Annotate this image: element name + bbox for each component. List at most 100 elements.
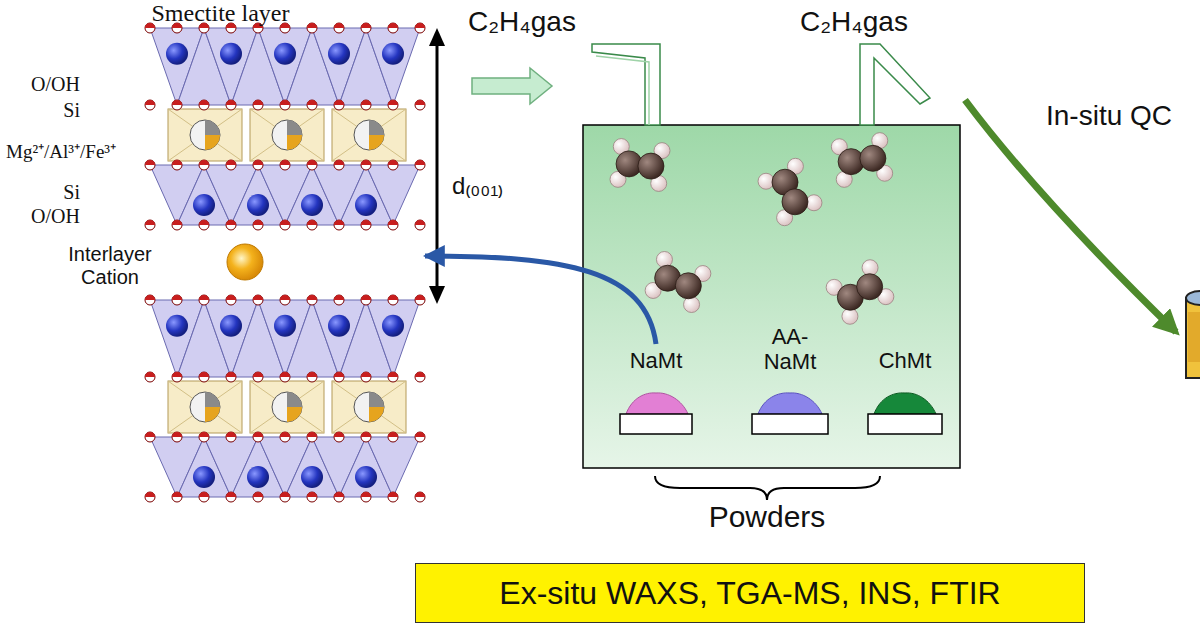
ethylene-molecule bbox=[610, 139, 670, 192]
oxygen-atom bbox=[415, 295, 425, 300]
oxygen-atom bbox=[280, 160, 290, 170]
oxygen-atom bbox=[334, 492, 344, 502]
oxygen-atom bbox=[253, 100, 263, 110]
oxygen-atom bbox=[280, 432, 290, 437]
method-label: In-situ QC bbox=[1046, 100, 1172, 132]
oxygen-atom bbox=[334, 220, 344, 230]
gas-tubes bbox=[592, 44, 930, 125]
oxygen-atom bbox=[361, 492, 371, 502]
oxygen-atom bbox=[388, 372, 398, 382]
sample-name: ChMt bbox=[879, 348, 932, 373]
oxygen-atom bbox=[334, 23, 344, 33]
oxygen-atom bbox=[226, 220, 236, 225]
oxygen-atom bbox=[172, 160, 182, 165]
dimension-label: d₍₀₀₁₎ bbox=[452, 172, 503, 200]
carbon-atom bbox=[675, 273, 701, 299]
oxygen-atom bbox=[172, 372, 182, 382]
octahedron bbox=[332, 109, 406, 161]
atom-label: Interlayer Cation bbox=[58, 243, 162, 289]
oxygen-atom bbox=[199, 372, 209, 382]
qcm-arrow bbox=[965, 100, 1176, 332]
oxygen-atom bbox=[280, 100, 290, 110]
oxygen-atom bbox=[388, 432, 398, 437]
atom-label: Si bbox=[63, 99, 80, 122]
oxygen-atom bbox=[415, 220, 425, 225]
octahedron-edge bbox=[332, 381, 406, 433]
oxygen-atom bbox=[307, 432, 317, 437]
octahedron bbox=[250, 381, 324, 433]
oxygen-atom bbox=[307, 160, 317, 165]
oxygen-atom bbox=[307, 100, 317, 110]
oxygen-atom bbox=[361, 220, 371, 230]
oxygen-atom bbox=[145, 372, 155, 377]
oxygen-atom bbox=[334, 372, 344, 377]
octahedron bbox=[168, 381, 242, 433]
silicon-atom bbox=[193, 466, 215, 488]
oxygen-atom bbox=[415, 372, 425, 382]
silicon-atom bbox=[220, 43, 242, 65]
interlayer-cation bbox=[227, 244, 263, 280]
ethylene-molecules bbox=[610, 133, 894, 325]
oxygen-atom bbox=[334, 492, 344, 497]
oxygen-atom bbox=[253, 372, 263, 377]
oxygen-atom bbox=[415, 100, 425, 105]
oxygen-atom bbox=[415, 160, 425, 170]
silicon-atom bbox=[166, 43, 188, 65]
sample-label: NaMt bbox=[627, 346, 686, 375]
oxygen-atom bbox=[280, 220, 290, 230]
chamber bbox=[583, 125, 960, 468]
octahedral-cation bbox=[287, 407, 302, 422]
oxygen-atom bbox=[307, 295, 317, 300]
oxygen-atom bbox=[145, 100, 155, 110]
octahedron bbox=[332, 381, 406, 433]
octahedron bbox=[250, 109, 324, 161]
oxygen-atom bbox=[253, 432, 263, 442]
oxygen-atom bbox=[226, 492, 236, 497]
oxygen-atom bbox=[253, 295, 263, 300]
silicon-atom bbox=[301, 194, 323, 216]
oxygen-atom bbox=[361, 432, 371, 442]
oxygen-atom bbox=[307, 492, 317, 497]
oxygen-atom bbox=[415, 372, 425, 377]
oxygen-atom bbox=[199, 432, 209, 442]
oxygen-atom bbox=[226, 160, 236, 165]
d-spacing-arrow bbox=[429, 28, 445, 304]
oxygen-atom bbox=[334, 432, 344, 437]
oxygen-atom bbox=[199, 492, 209, 502]
oxygen-atom bbox=[388, 220, 398, 230]
method-box: Ex-situ WAXS, TGA-MS, INS, FTIR bbox=[415, 563, 1085, 623]
oxygen-atom bbox=[172, 492, 182, 502]
carbon-atom bbox=[860, 145, 886, 171]
smectite-structure bbox=[145, 23, 425, 502]
oxygen-atom bbox=[361, 100, 371, 105]
oxygen-atom bbox=[253, 160, 263, 170]
oxygen-atom bbox=[388, 492, 398, 497]
oxygen-atom bbox=[199, 432, 209, 437]
atom-label: O/OH bbox=[31, 73, 80, 96]
oxygen-atom bbox=[307, 220, 317, 225]
oxygen-atom bbox=[172, 100, 182, 105]
carbon-atom bbox=[782, 189, 808, 215]
oxygen-atom bbox=[415, 220, 425, 230]
octahedral-cation bbox=[287, 135, 302, 150]
oxygen-atom bbox=[172, 492, 182, 497]
oxygen-atom bbox=[172, 100, 182, 110]
atom-label: O/OH bbox=[31, 205, 80, 228]
oxygen-atom bbox=[172, 220, 182, 230]
octahedral-cation bbox=[190, 120, 220, 150]
oxygen-atom bbox=[226, 295, 236, 305]
hydrogen-atom bbox=[758, 173, 774, 189]
oxygen-atom bbox=[280, 372, 290, 377]
silicon-atom bbox=[328, 43, 350, 65]
octahedral-cation bbox=[205, 120, 220, 135]
qcm-cell bbox=[1186, 291, 1200, 378]
oxygen-atom bbox=[172, 295, 182, 305]
oxygen-atom bbox=[280, 100, 290, 105]
oxygen-atom bbox=[415, 432, 425, 442]
ethylene-molecule bbox=[645, 252, 711, 313]
oxygen-atom bbox=[253, 492, 263, 497]
oxygen-atom bbox=[172, 295, 182, 300]
oxygen-atom bbox=[361, 23, 371, 28]
oxygen-atom bbox=[415, 23, 425, 28]
oxygen-atom bbox=[388, 23, 398, 33]
